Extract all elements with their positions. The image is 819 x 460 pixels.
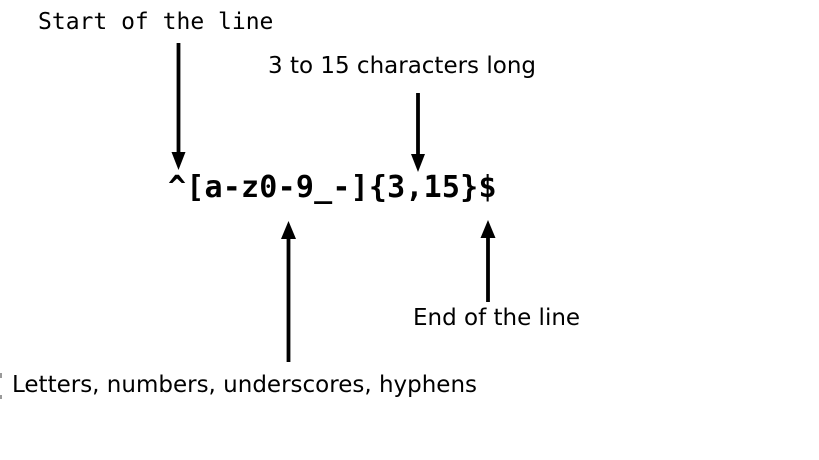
regex-pattern-text: ^[a-z0-9_-]{3,15}$ [168,170,497,205]
left-edge-artifact [0,395,2,399]
start-of-line-label: Start of the line [38,9,274,35]
length-label: 3 to 15 characters long [268,53,536,79]
end-of-line-label: End of the line [413,305,581,331]
arrow-up-end-of-line-icon [480,220,496,302]
left-edge-artifact [0,373,2,378]
arrow-down-length-icon [411,93,425,172]
charset-label: Letters, numbers, underscores, hyphens [12,372,478,398]
arrow-up-charset-icon [281,221,296,362]
arrow-down-start-of-line-icon [171,43,186,170]
